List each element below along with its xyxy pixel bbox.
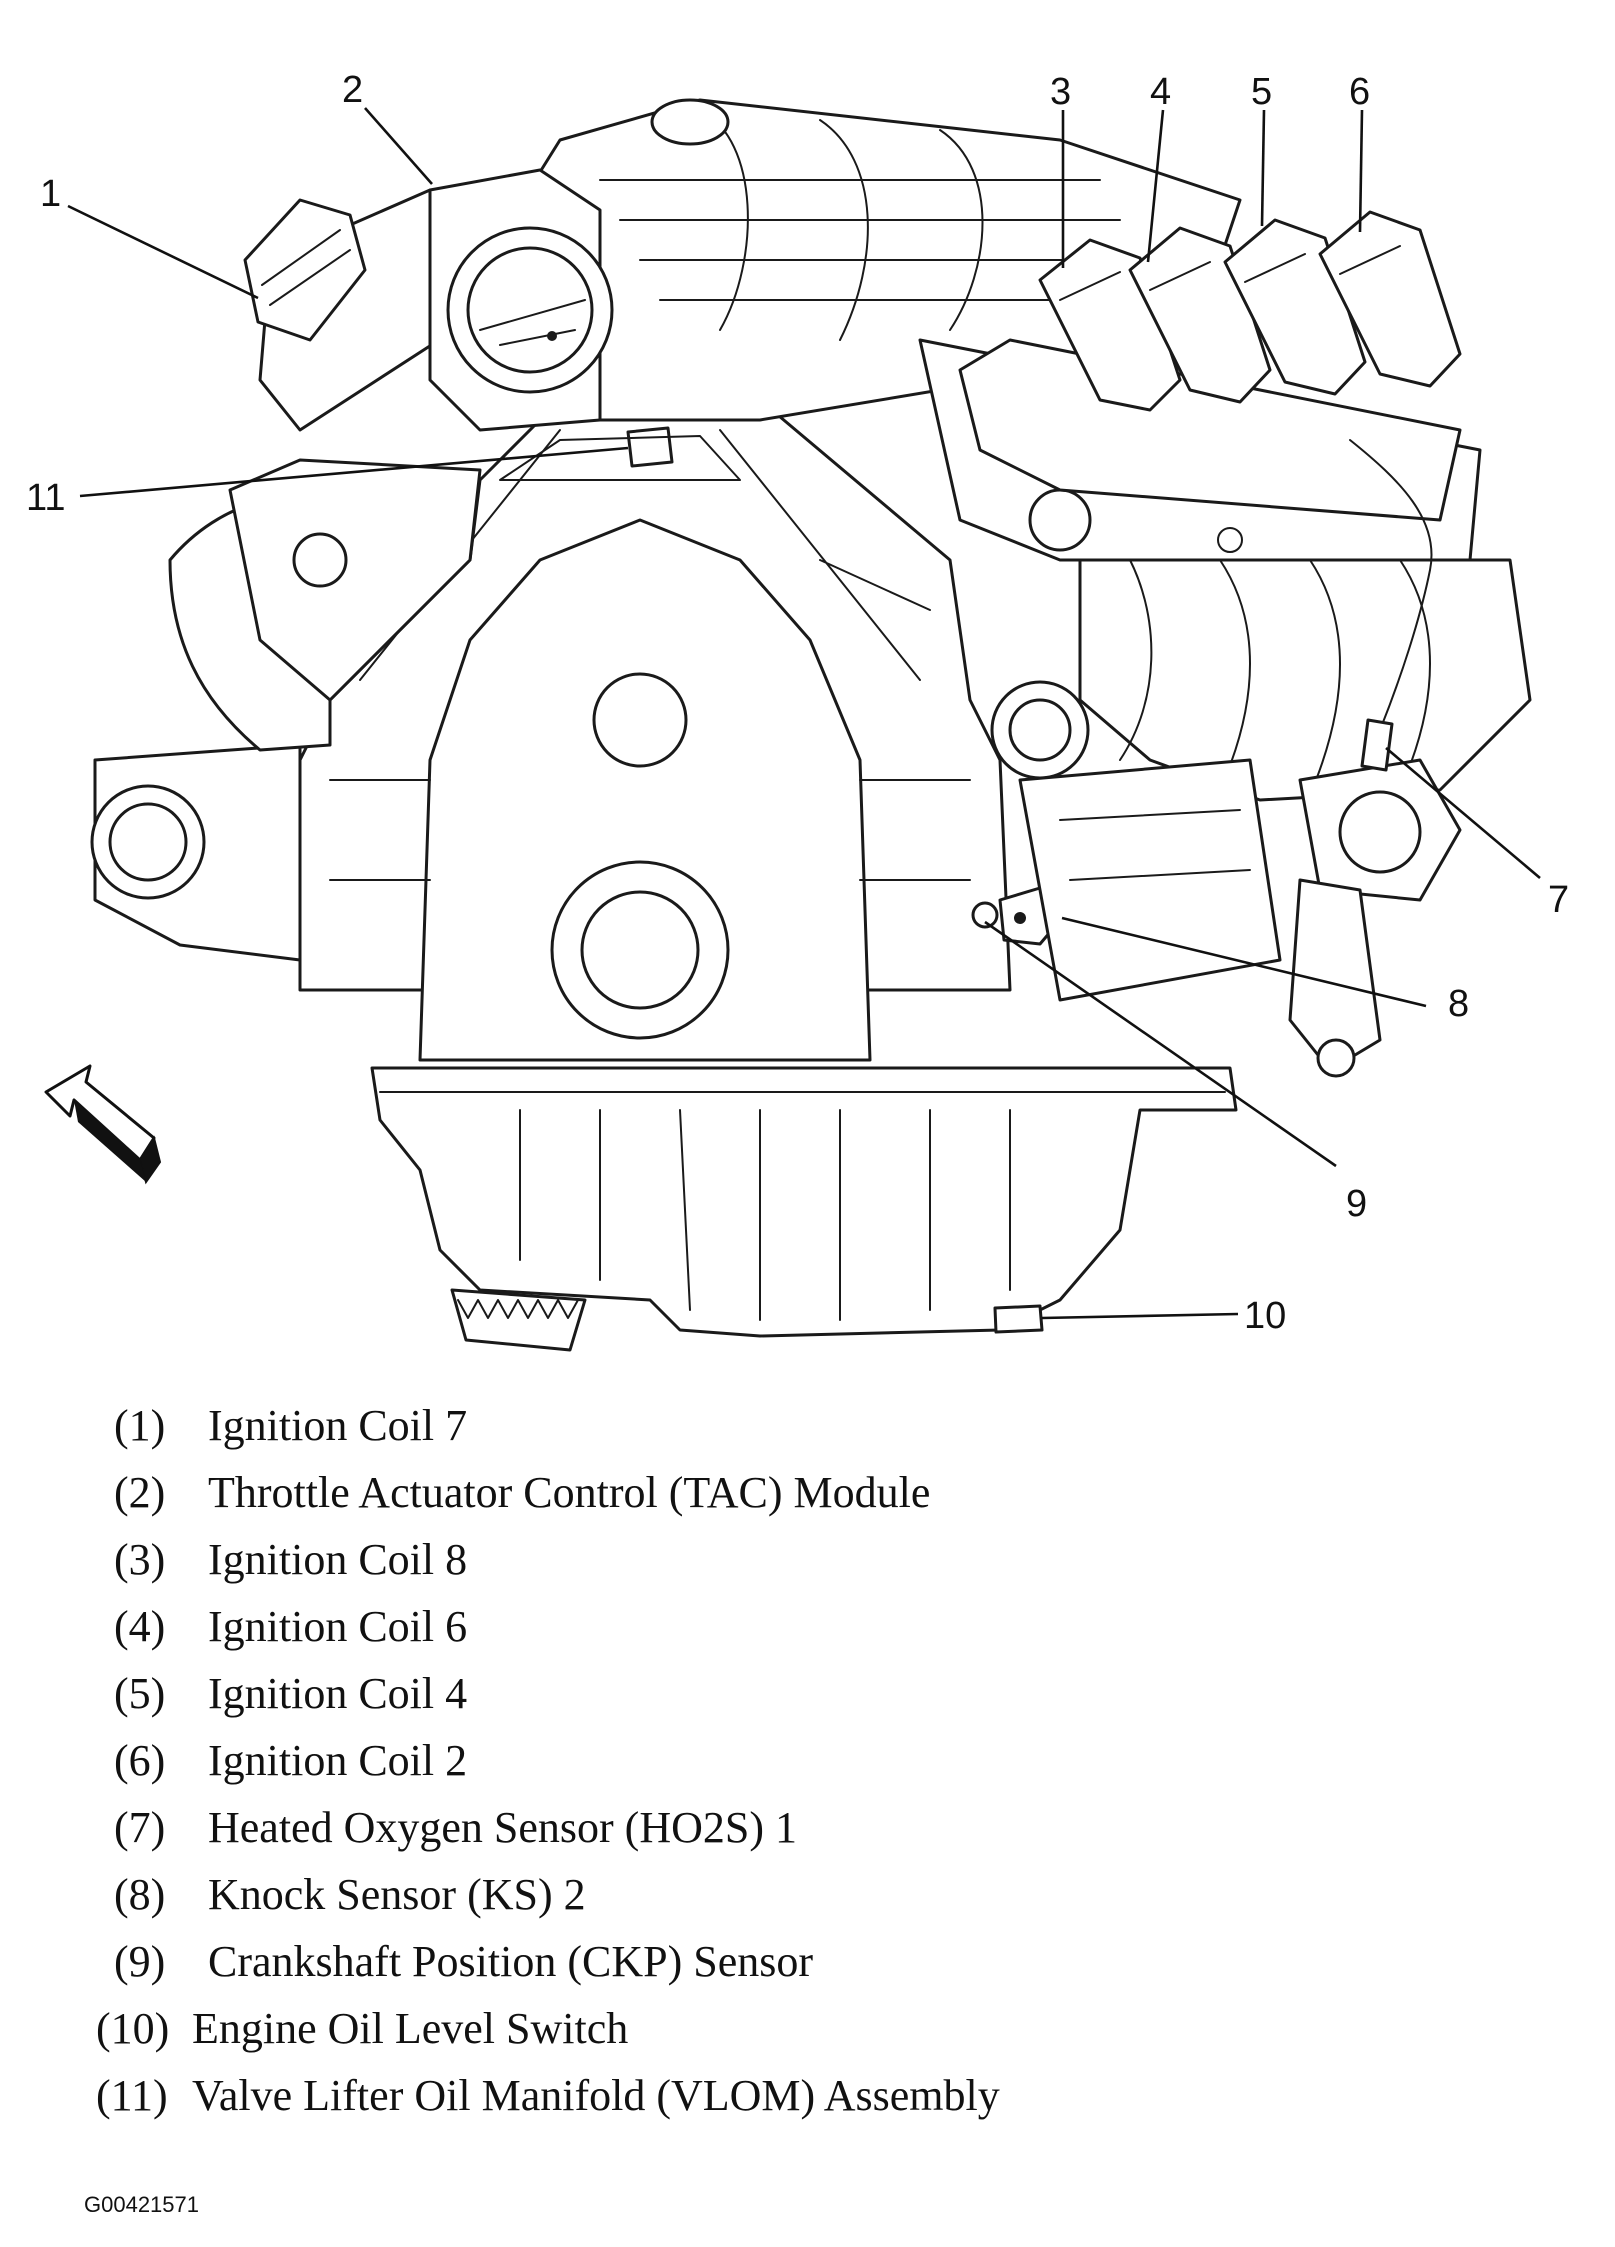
callout-5: 5 [1251,71,1272,113]
vlom-connector [626,426,674,468]
legend-label: Throttle Actuator Control (TAC) Module [208,1468,931,1517]
legend-label: Valve Lifter Oil Manifold (VLOM) Assembl… [192,2071,1000,2120]
legend-number: (6) [114,1736,166,1785]
right-bank-coil-pack [1038,210,1462,412]
legend-number: (11) [96,2071,168,2120]
leader-line-9 [984,920,1337,1168]
oil-filter [450,1288,587,1352]
ckp-sensor [971,901,999,929]
legend-number: (10) [96,2004,170,2053]
callout-2: 2 [342,69,363,111]
legend-number: (4) [114,1602,166,1651]
legend-item: (5) Ignition Coil 4 [96,1660,1546,1727]
legend-number: (3) [114,1535,166,1584]
oil-pan [370,1066,1238,1338]
legend-number: (8) [114,1870,166,1919]
front-direction-arrow-icon [44,1064,162,1185]
legend-number: (2) [114,1468,166,1517]
legend-item: (8) Knock Sensor (KS) 2 [96,1861,1546,1928]
legend-item: (7) Heated Oxygen Sensor (HO2S) 1 [96,1794,1546,1861]
legend-item: (1) Ignition Coil 7 [96,1392,1546,1459]
legend-item: (3) Ignition Coil 8 [96,1526,1546,1593]
engine-component-locator-diagram: 1 2 3 4 5 6 7 8 9 10 11 [26,69,1569,1352]
component-legend: (1) Ignition Coil 7 (2) Throttle Actuator … [96,1392,1546,2129]
legend-item: (4) Ignition Coil 6 [96,1593,1546,1660]
callout-6: 6 [1349,71,1370,113]
callout-9: 9 [1346,1183,1367,1225]
legend-label: Ignition Coil 7 [208,1401,468,1450]
leader-line-8 [1061,916,1427,1008]
figure-id: G00421571 [84,2192,199,2217]
legend-label: Heated Oxygen Sensor (HO2S) 1 [208,1803,797,1852]
leader-line-7 [1385,747,1541,879]
leader-line-6 [1358,109,1364,233]
legend-number: (1) [114,1401,166,1450]
callout-10: 10 [1244,1295,1286,1337]
callout-4: 4 [1150,71,1171,113]
legend-item: (11) Valve Lifter Oil Manifold (VLOM) Ass… [96,2062,1546,2129]
left-cylinder-head [228,458,482,702]
legend-item: (10) Engine Oil Level Switch [96,1995,1546,2062]
callout-1: 1 [40,173,61,215]
leader-line-2 [364,107,433,185]
legend-label: Ignition Coil 2 [208,1736,468,1785]
legend-number: (9) [114,1937,166,1986]
legend-label: Ignition Coil 4 [208,1669,468,1718]
callout-3: 3 [1050,71,1071,113]
ignition-coil-2 [1318,210,1462,388]
legend-item: (2) Throttle Actuator Control (TAC) Modul… [96,1459,1546,1526]
camshaft-bore [592,672,688,768]
leader-lines [67,107,1541,1320]
callout-8: 8 [1448,983,1469,1025]
right-exhaust-manifold [1078,558,1532,802]
legend-item: (9) Crankshaft Position (CKP) Sensor [96,1928,1546,1995]
leader-line-5 [1260,109,1266,227]
ignition-coil-7 [243,198,367,342]
callout-numbers: 1 2 3 4 5 6 7 8 9 10 11 [26,69,1569,1337]
legend-label: Ignition Coil 8 [208,1535,468,1584]
front-cover [418,518,872,1062]
ho2s-wire [1349,439,1433,731]
ho2s-sensor [1360,718,1394,772]
legend-number: (5) [114,1669,166,1718]
legend-label: Knock Sensor (KS) 2 [208,1870,586,1919]
callout-7: 7 [1548,879,1569,921]
oil-level-switch [993,1304,1044,1334]
right-valve-cover [958,338,1462,522]
legend-label: Crankshaft Position (CKP) Sensor [208,1937,813,1986]
legend-label: Engine Oil Level Switch [192,2004,629,2053]
leader-line-11 [79,446,629,498]
leader-line-10 [1041,1312,1239,1320]
leader-line-1 [67,204,259,300]
legend-item: (6) Ignition Coil 2 [96,1727,1546,1794]
callout-11: 11 [26,477,65,519]
leader-line-4 [1146,109,1165,263]
engine-illustration [90,98,1532,1352]
legend-label: Ignition Coil 6 [208,1602,468,1651]
legend-number: (7) [114,1803,166,1852]
